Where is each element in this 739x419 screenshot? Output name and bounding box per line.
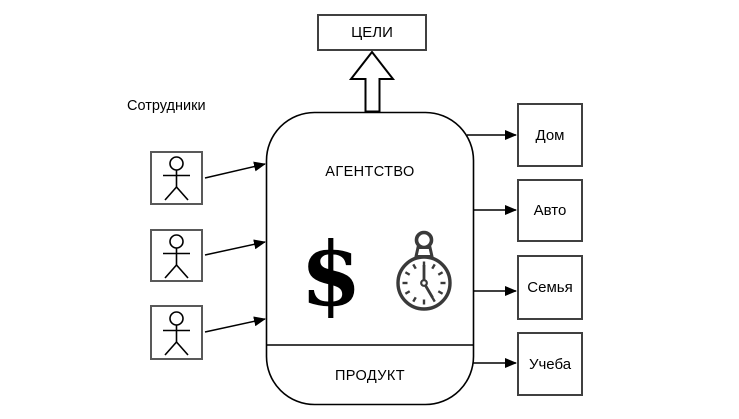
connector-employee-3: [204, 316, 266, 333]
output-label: Авто: [533, 202, 567, 219]
person-icon: [163, 233, 190, 279]
employees-label: Сотрудники: [127, 98, 206, 114]
goals-label: ЦЕЛИ: [351, 24, 393, 41]
output-box-ucheba: Учеба: [517, 332, 583, 396]
employee-box-3: [150, 305, 203, 360]
agency-title: АГЕНТСТВО: [325, 164, 415, 180]
person-icon: [163, 310, 190, 356]
output-box-avto: Авто: [517, 179, 583, 242]
connector-employee-1: [204, 161, 266, 179]
person-icon: [163, 156, 190, 201]
connector-employee-2: [204, 239, 266, 256]
employee-box-1: [150, 151, 203, 205]
output-box-semya: Семья: [517, 255, 583, 320]
dollar-sign-icon: $: [300, 222, 362, 326]
product-label: ПРОДУКТ: [334, 368, 406, 384]
block-arrow-up: [348, 50, 396, 113]
output-box-dom: Дом: [517, 103, 583, 167]
output-label: Семья: [527, 279, 573, 296]
stopwatch-icon: [396, 230, 452, 311]
output-label: Дом: [535, 126, 565, 144]
goals-box: ЦЕЛИ: [317, 14, 427, 51]
employee-box-2: [150, 229, 203, 282]
output-label: Учеба: [528, 355, 572, 373]
